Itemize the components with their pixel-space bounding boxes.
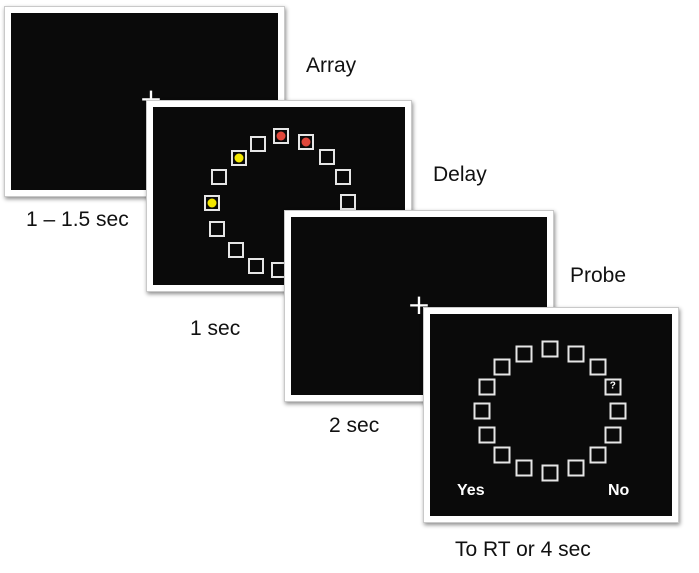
array-square bbox=[250, 136, 266, 152]
probe-square bbox=[493, 358, 511, 376]
probe-screen: ? Yes No bbox=[430, 314, 672, 516]
probe-square bbox=[515, 459, 533, 477]
probe-square bbox=[609, 402, 627, 420]
probe-title: Probe bbox=[570, 264, 627, 287]
array-duration-label: 1 sec bbox=[190, 317, 241, 340]
probe-square: ? bbox=[604, 378, 622, 396]
probe-square bbox=[473, 402, 491, 420]
colored-dot bbox=[234, 153, 244, 163]
array-square bbox=[273, 128, 289, 144]
no-response-label: No bbox=[608, 482, 630, 499]
probe-square bbox=[541, 464, 559, 482]
colored-dot bbox=[276, 131, 286, 141]
colored-dot bbox=[301, 137, 311, 147]
array-square bbox=[248, 258, 264, 274]
probe-square bbox=[567, 345, 585, 363]
probe-square bbox=[515, 345, 533, 363]
array-square bbox=[319, 149, 335, 165]
probe-square bbox=[541, 340, 559, 358]
array-square bbox=[340, 194, 356, 210]
array-square bbox=[211, 169, 227, 185]
delay-duration-label: 2 sec bbox=[329, 414, 380, 437]
array-square bbox=[209, 221, 225, 237]
probe-square bbox=[604, 426, 622, 444]
array-square bbox=[228, 242, 244, 258]
array-square bbox=[231, 150, 247, 166]
array-square bbox=[335, 169, 351, 185]
array-square bbox=[298, 134, 314, 150]
probe-duration-label: To RT or 4 sec bbox=[455, 538, 591, 561]
array-title: Array bbox=[306, 54, 357, 77]
fixation-duration-label: 1 – 1.5 sec bbox=[26, 208, 129, 231]
probe-square bbox=[478, 426, 496, 444]
probe-square bbox=[567, 459, 585, 477]
probe-question-mark: ? bbox=[609, 380, 616, 392]
array-ring bbox=[153, 107, 405, 285]
probe-square bbox=[589, 446, 607, 464]
probe-square bbox=[589, 358, 607, 376]
delay-title: Delay bbox=[433, 163, 487, 186]
yes-response-label: Yes bbox=[457, 482, 485, 499]
probe-panel: ? Yes No bbox=[423, 307, 679, 523]
probe-square bbox=[493, 446, 511, 464]
array-square bbox=[204, 195, 220, 211]
probe-square bbox=[478, 378, 496, 396]
probe-ring: ? bbox=[430, 314, 672, 516]
colored-dot bbox=[207, 198, 217, 208]
